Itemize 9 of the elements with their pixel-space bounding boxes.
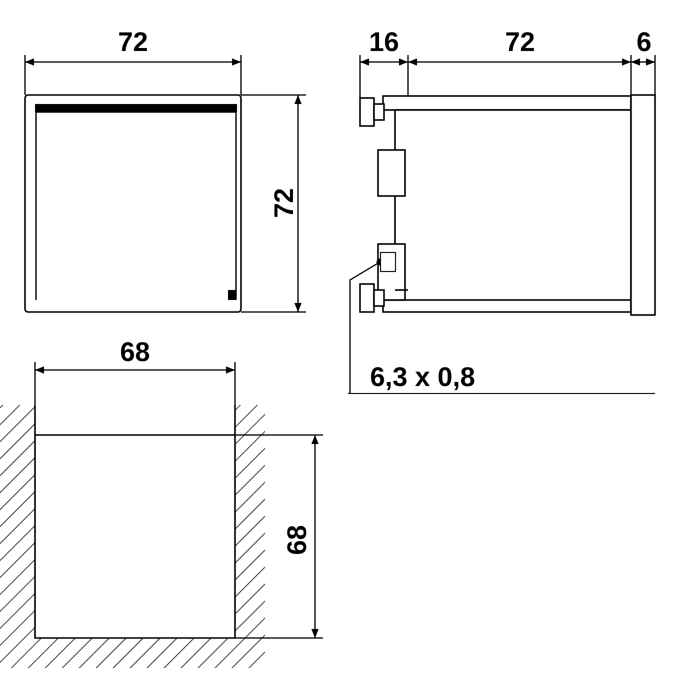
dimension-value: 6 <box>636 27 652 57</box>
dimension-value: 72 <box>505 27 536 57</box>
dimension-value: 72 <box>269 188 300 218</box>
callout-text: 6,3 x 0,8 <box>348 362 655 394</box>
terminal-tab <box>380 252 396 272</box>
dimension-value: 68 <box>120 337 150 367</box>
dimension-value: 68 <box>282 524 312 556</box>
dimension-value: 72 <box>118 27 148 57</box>
dimension-value: 16 <box>369 27 400 57</box>
